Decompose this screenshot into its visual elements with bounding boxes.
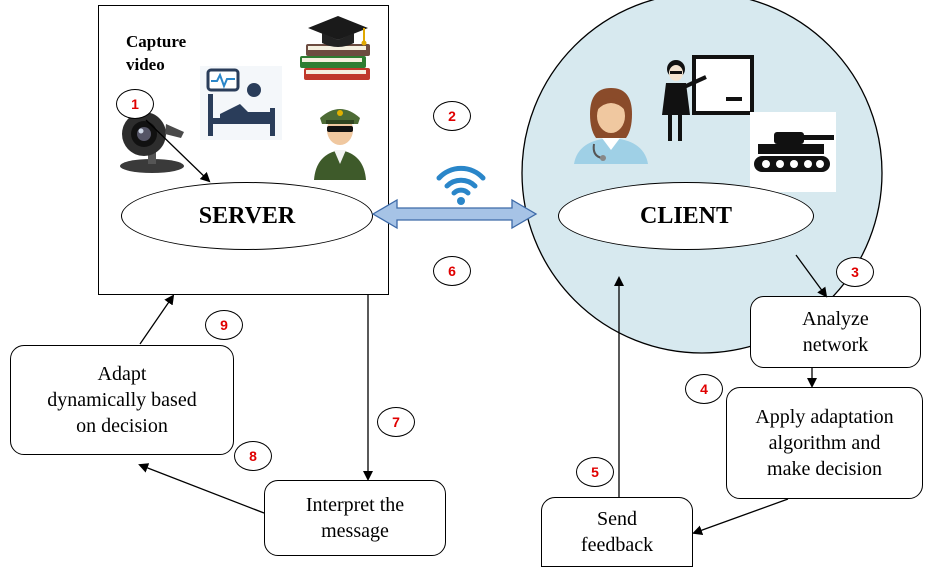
adapt-dynamically-box: Adapt dynamically based on decision [10, 345, 234, 455]
step-badge-6: 6 [433, 256, 471, 286]
webcam-icon [120, 112, 184, 173]
server-label: SERVER [198, 202, 296, 229]
step-number: 2 [448, 108, 456, 124]
step-number: 3 [851, 264, 859, 280]
step-number: 9 [220, 317, 228, 333]
step-badge-9: 9 [205, 310, 243, 340]
capture-line-2: video [126, 55, 165, 74]
apply-line-3: make decision [767, 458, 882, 480]
analyze-line-2: network [802, 334, 869, 356]
capture-line-1: Capture [126, 32, 187, 51]
tank-icon [750, 112, 836, 192]
step-number: 6 [448, 263, 456, 279]
adapt-line-2: dynamically based [47, 389, 197, 411]
step-number: 4 [700, 381, 708, 397]
step-badge-7: 7 [377, 407, 415, 437]
send-feedback-box: Send feedback [541, 497, 693, 567]
hospital-bed-icon [200, 66, 282, 140]
step-badge-3: 3 [836, 257, 874, 287]
arrow-to-feedback [692, 498, 789, 535]
step-number: 5 [591, 464, 599, 480]
arrow-interpret-to-adapt [138, 463, 265, 514]
client-label: CLIENT [639, 202, 733, 229]
wifi-icon [436, 165, 486, 205]
arrow-to-analyze [795, 254, 828, 298]
soldier-icon [314, 109, 366, 180]
server-node: SERVER [121, 182, 373, 250]
adapt-line-3: on decision [76, 415, 168, 437]
client-node: CLIENT [558, 182, 814, 250]
step-badge-8: 8 [234, 441, 272, 471]
step-badge-5: 5 [576, 457, 614, 487]
send-line-1: Send [596, 508, 637, 530]
send-line-2: feedback [580, 534, 654, 556]
apply-line-1: Apply adaptation [755, 406, 894, 428]
teacher-icon [662, 55, 754, 141]
step-number: 7 [392, 414, 400, 430]
interpret-line-1: Interpret the [305, 494, 405, 516]
step-badge-4: 4 [685, 374, 723, 404]
link-arrow [371, 198, 538, 230]
apply-adaptation-box: Apply adaptation algorithm and make deci… [726, 387, 923, 499]
arrow-adapt-to-server [139, 294, 175, 345]
step-badge-2: 2 [433, 101, 471, 131]
arrow-capture [145, 119, 211, 183]
capture-video-label: Capture video [126, 30, 186, 76]
apply-line-2: algorithm and [768, 432, 881, 454]
analyze-line-1: Analyze [802, 308, 869, 330]
step-badge-1: 1 [116, 89, 154, 119]
interpret-message-box: Interpret the message [264, 480, 446, 556]
adapt-line-1: Adapt [97, 363, 147, 385]
analyze-network-box: Analyze network [750, 296, 921, 368]
interpret-line-2: message [321, 520, 389, 542]
books-icon [300, 16, 370, 80]
step-number: 1 [131, 96, 139, 112]
doctor-icon [574, 88, 648, 164]
step-number: 8 [249, 448, 257, 464]
